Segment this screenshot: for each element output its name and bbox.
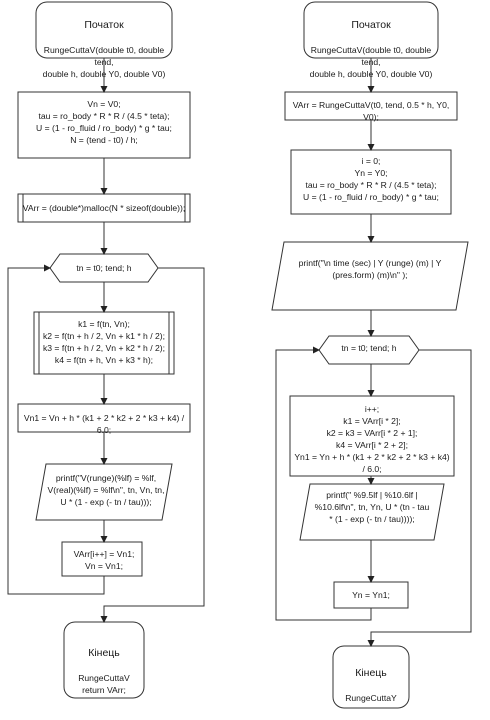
right-header-shape [271,241,469,311]
right-start-terminal: Початок RungeCuttaV(double t0, double te… [306,6,436,80]
right-start-shape [303,1,439,59]
right-end-text: RungeCuttaY [345,693,397,703]
left-end-shape [63,621,145,699]
left-end-terminal: Кінець RungeCuttaV return VArr; [62,634,146,696]
left-print-shape [35,463,173,521]
left-alloc-process: VArr = (double*)malloc(N * sizeof(double… [22,203,186,213]
left-loop-exit-arrow [100,267,205,623]
right-print-output: printf(" %9.5lf | %10.6lf | %10.6lf\n", … [314,490,430,524]
left-rk-coefficients: k1 = f(tn, Vn); k2 = f(tn + h / 2, Vn + … [42,319,166,365]
right-start-title: Початок [351,19,391,31]
right-print-shape [299,483,445,541]
right-loop-back-arrow [275,346,372,621]
right-end-shape [332,645,410,709]
right-start-signature: RungeCuttaV(double t0, double tend, doub… [309,45,433,79]
right-end-terminal: Кінець RungeCuttaY [330,654,412,704]
left-start-shape [35,1,173,59]
left-loop-header: tn = t0; tend; h [76,263,132,273]
right-assign-process: Yn = Yn1; [352,590,390,600]
right-init-process: i = 0; Yn = Y0; tau = ro_body * R * R / … [303,156,439,202]
right-loop-header: tn = t0; tend; h [341,343,397,353]
right-header-output: printf("\n time (sec) | Y (runge) (m) | … [298,258,442,280]
left-start-title: Початок [84,19,124,31]
left-assign-process: VArr[i++] = Vn1; Vn = Vn1; [73,549,135,571]
left-print-output: printf("V(runge)(%lf) = %lf, V(real)(%lf… [47,473,165,507]
right-call-process: VArr = RungeCuttaV(t0, tend, 0.5 * h, Y0… [292,100,450,122]
left-end-title: Кінець [88,647,120,659]
left-end-text: RungeCuttaV return VArr; [78,673,130,695]
left-start-signature: RungeCuttaV(double t0, double tend, doub… [42,45,166,79]
right-body-process: i++; k1 = VArr[i * 2]; k2 = k3 = VArr[i … [294,404,450,474]
left-start-terminal: Початок RungeCuttaV(double t0, double te… [38,6,170,80]
left-init-process: Vn = V0; tau = ro_body * R * R / (4.5 * … [36,99,172,145]
right-loop-exit-arrow [367,349,472,647]
left-loop-back-arrow [7,264,105,595]
left-vn1-process: Vn1 = Vn + h * (k1 + 2 * k2 + 2 * k3 + k… [23,413,185,435]
right-end-title: Кінець [355,667,387,679]
